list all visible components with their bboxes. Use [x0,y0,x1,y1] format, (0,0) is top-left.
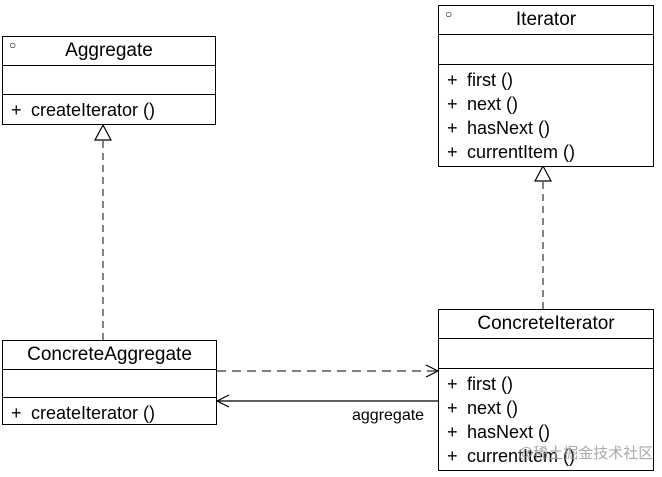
class-concrete-aggregate-operations: + createIterator () [3,397,216,425]
class-iterator-name-section: ○ Iterator [439,6,653,34]
operation: + first () [447,68,653,92]
class-concrete-iterator-name: ConcreteIterator [477,313,615,334]
visibility-marker: + [447,398,458,418]
class-concrete-aggregate-name-section: ConcreteAggregate [3,341,216,369]
operation-signature: createIterator () [31,100,156,120]
visibility-marker: + [447,142,458,162]
class-iterator: ○ Iterator + first () + next () + hasNext (… [438,5,654,167]
operation: + currentItem () [447,444,653,468]
class-aggregate-attributes [3,65,215,94]
operation: + hasNext () [447,116,653,140]
association-role-label: aggregate [352,407,425,424]
class-concrete-iterator: ConcreteIterator + first () + next () + has… [438,309,654,471]
interface-lollipop-icon: ○ [9,38,17,52]
class-iterator-name: Iterator [515,9,577,30]
visibility-marker: + [447,374,458,394]
operation: + hasNext () [447,420,653,444]
operation: + createIterator () [11,401,216,425]
operation-signature: next () [467,94,519,114]
interface-lollipop-icon: ○ [445,7,453,21]
realization-arrowhead-aggregate [94,123,112,141]
class-iterator-operations: + first () + next () + hasNext () + currentI… [439,64,653,164]
class-aggregate-name-section: ○ Aggregate [3,37,215,65]
operation-signature: currentItem () [467,446,576,466]
operation-signature: createIterator () [31,403,156,423]
visibility-marker: + [447,118,458,138]
visibility-marker: + [447,422,458,442]
operation-signature: hasNext () [467,118,551,138]
visibility-marker: + [447,70,458,90]
operation: + currentItem () [447,140,653,164]
operation-signature: first () [467,70,513,90]
operation-signature: currentItem () [467,142,576,162]
class-concrete-iterator-operations: + first () + next () + hasNext () + currentI… [439,368,653,468]
visibility-marker: + [447,94,458,114]
operation: + first () [447,372,653,396]
operation-signature: hasNext () [467,422,551,442]
class-concrete-iterator-attributes [439,338,653,368]
realization-arrowhead-iterator [534,164,552,182]
class-aggregate-operations: + createIterator () [3,94,215,122]
association-arrowhead [215,394,230,408]
visibility-marker: + [11,100,22,120]
operation: + next () [447,92,653,116]
visibility-marker: + [11,403,22,423]
class-concrete-iterator-name-section: ConcreteIterator [439,310,653,338]
class-concrete-aggregate-attributes [3,369,216,397]
watermark: @稀土掘金技术社区 [518,445,654,462]
class-iterator-attributes [439,34,653,64]
operation-signature: first () [467,374,513,394]
visibility-marker: + [447,446,458,466]
class-aggregate-name: Aggregate [65,40,153,61]
operation-signature: next () [467,398,519,418]
operation: + createIterator () [11,98,215,122]
class-concrete-aggregate-name: ConcreteAggregate [27,344,192,365]
class-concrete-aggregate: ConcreteAggregate + createIterator () [2,340,217,425]
operation: + next () [447,396,653,420]
class-aggregate: ○ Aggregate + createIterator () [2,36,216,125]
